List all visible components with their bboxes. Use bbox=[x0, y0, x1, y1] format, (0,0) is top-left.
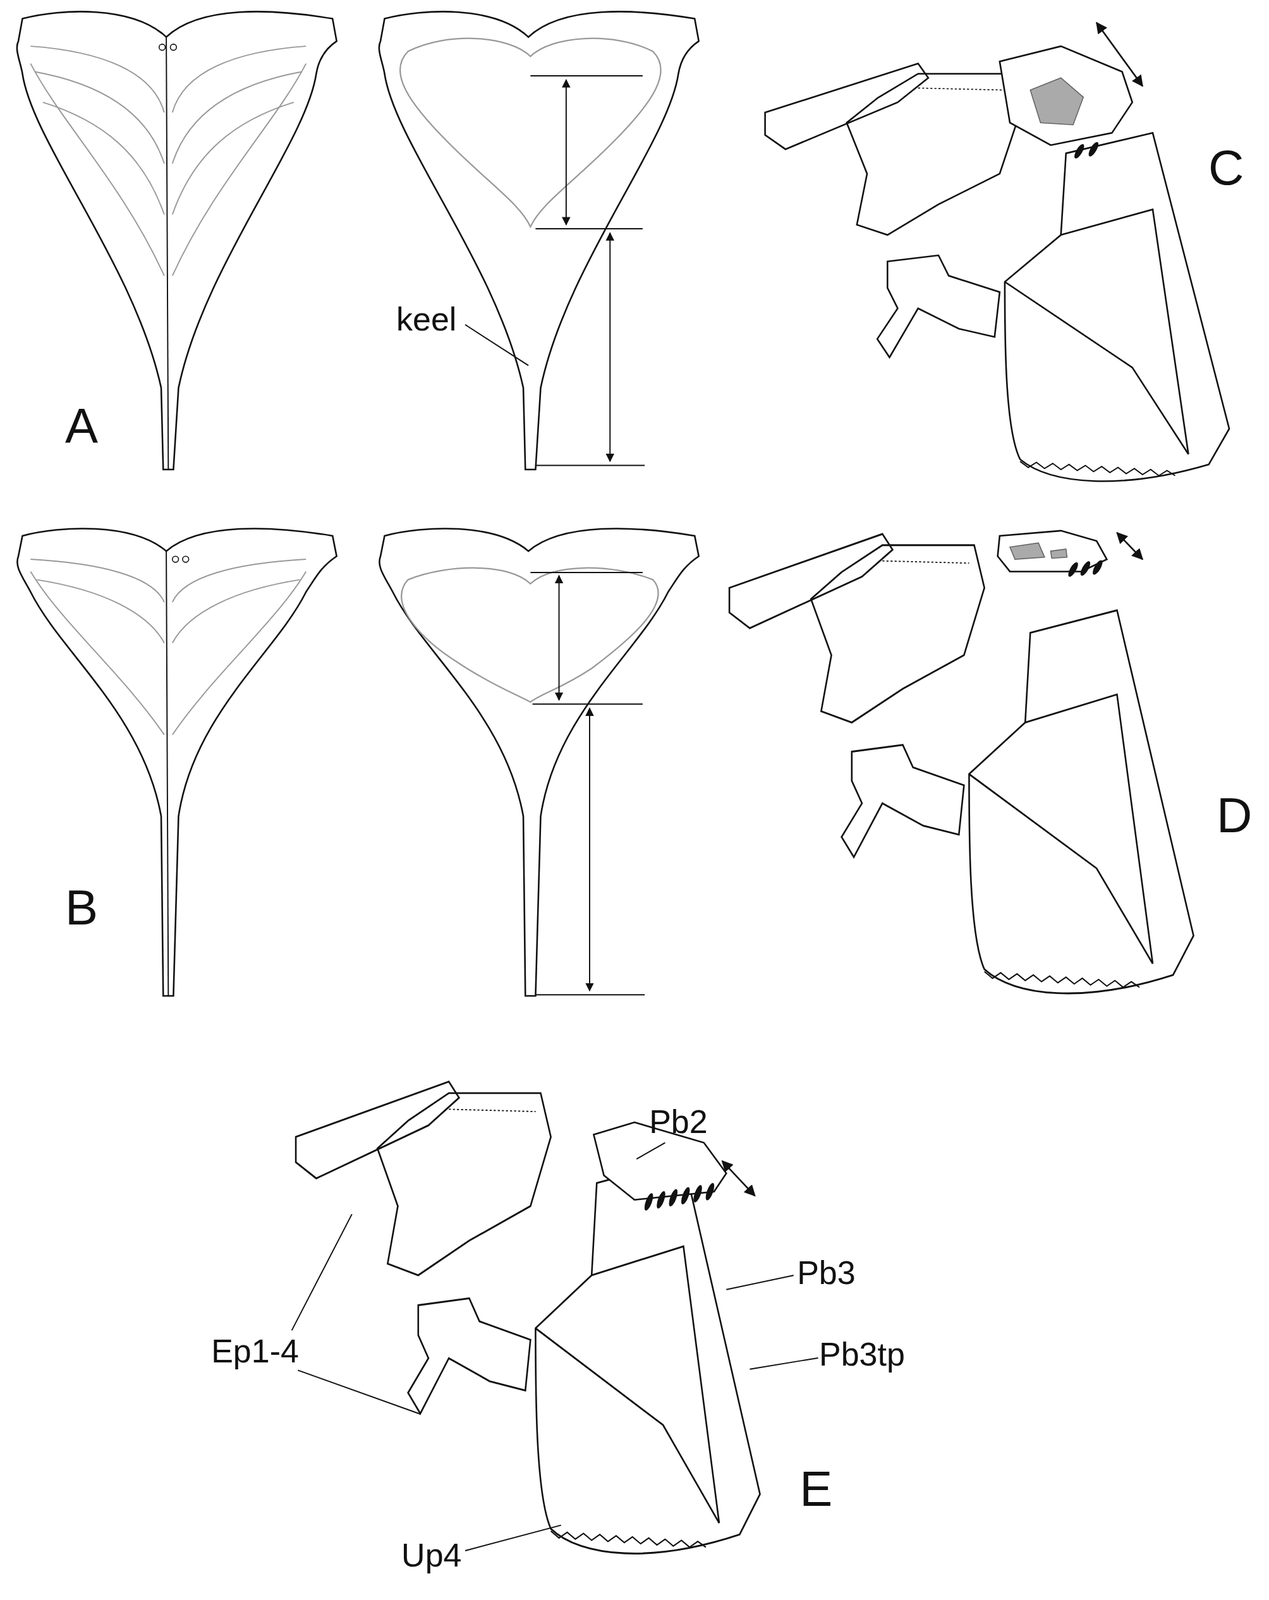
panel-letter: D bbox=[1216, 788, 1252, 844]
part-label: Up4 bbox=[401, 1537, 462, 1574]
panel-letter: B bbox=[65, 880, 98, 936]
part-label: Pb2 bbox=[649, 1104, 708, 1141]
part-label: Ep1-4 bbox=[211, 1333, 299, 1370]
part-label: keel bbox=[396, 301, 457, 338]
panel-letter: A bbox=[65, 399, 98, 454]
panel-letter: E bbox=[799, 1462, 833, 1517]
part-label: Pb3tp bbox=[819, 1336, 905, 1373]
panel-letter: C bbox=[1208, 140, 1244, 196]
part-label: Pb3 bbox=[796, 1255, 856, 1292]
